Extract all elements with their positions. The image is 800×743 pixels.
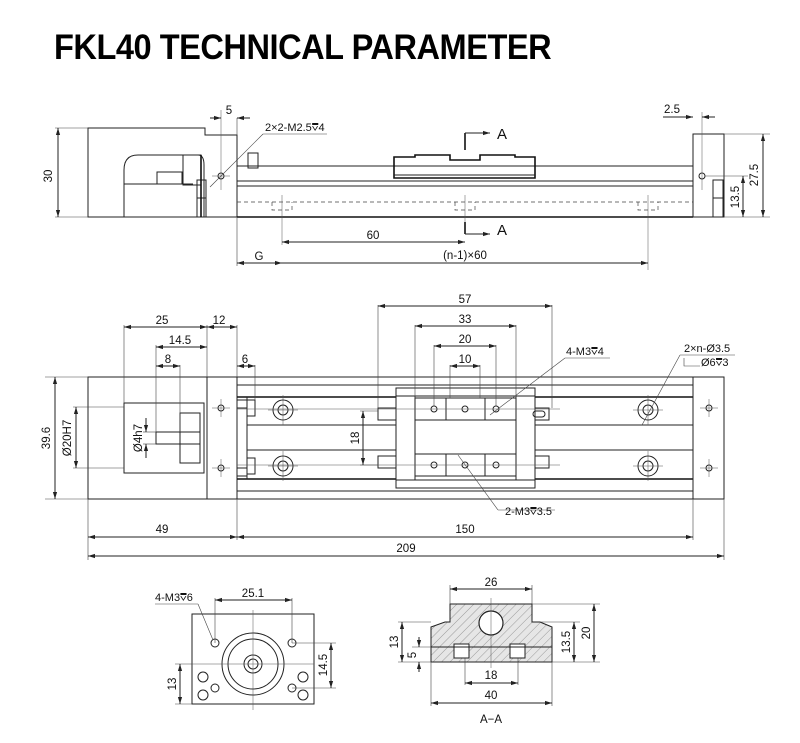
- motor-coupling-outline: [123, 154, 205, 217]
- dim-pitch-n: (n-1)×60: [443, 250, 487, 262]
- dim-height-27-5: 27.5: [749, 164, 761, 186]
- dim-shaft-4h7: Ø4h7: [133, 424, 145, 452]
- callout-counterbore: Ø6⩢3: [701, 357, 728, 369]
- dim-6: 6: [242, 354, 248, 366]
- dim-section-13: 13: [389, 636, 401, 649]
- dim-25-1: 25.1: [242, 588, 264, 600]
- dim-offset-2-5: 2.5: [664, 104, 680, 116]
- dim-section-18: 18: [485, 670, 498, 682]
- dim-pitch-60: 60: [367, 230, 380, 242]
- end-view: 25.1 14.5 13 4-M3⩢6: [155, 588, 336, 710]
- carriage-side: [393, 154, 536, 179]
- callout-bottom-holes: 2-M3⩢3.5: [505, 506, 552, 518]
- page-title: FKL40 TECHNICAL PARAMETER: [54, 28, 552, 67]
- dim-end-13: 13: [167, 678, 179, 691]
- section-view: 26 13 5 13.5 20 18 40 A−A: [389, 577, 600, 726]
- dim-18: 18: [350, 432, 362, 445]
- dim-12: 12: [213, 315, 226, 327]
- top-view: 25 12 14.5 8 6 57 33 20 10 18 39.6: [41, 294, 735, 560]
- dim-20: 20: [459, 334, 472, 346]
- dim-209: 209: [396, 543, 415, 555]
- dim-33: 33: [459, 314, 472, 326]
- side-view: A A 30 5 2×2-M2.5⩢4 2.5 27.5 13.5 60: [43, 104, 770, 270]
- counterbore-hole-icon: [633, 395, 663, 425]
- dim-49: 49: [156, 524, 169, 536]
- dim-end-14-5: 14.5: [318, 654, 330, 676]
- dim-150: 150: [455, 524, 474, 536]
- dim-section-5: 5: [407, 652, 419, 658]
- dim-14-5: 14.5: [169, 335, 191, 347]
- dim-bore-20h7: Ø20H7: [62, 420, 74, 456]
- dim-height-30: 30: [43, 170, 55, 183]
- callout-flange-holes: 4-M3⩢6: [155, 592, 193, 604]
- motor-housing-top: [87, 376, 208, 500]
- counterbore-hole-icon: [268, 395, 298, 425]
- dim-height-13-5: 13.5: [730, 186, 742, 208]
- dim-25: 25: [156, 315, 169, 327]
- end-block-side: [692, 133, 725, 218]
- counterbore-hole-icon: [633, 451, 663, 481]
- callout-mount-holes: 2×n-Ø3.5: [684, 343, 730, 355]
- section-mark-bottom: A: [497, 222, 507, 239]
- adapter-plate: [206, 376, 238, 500]
- dim-57: 57: [459, 294, 472, 306]
- dim-10: 10: [459, 354, 472, 366]
- motor-shaft-top: [155, 431, 181, 445]
- callout-carriage-holes: 4-M3⩢4: [566, 346, 604, 358]
- dim-section-13-5: 13.5: [561, 631, 573, 653]
- section-mark-top: A: [497, 126, 507, 143]
- motor-shaft-side: [156, 171, 183, 185]
- dim-8: 8: [165, 354, 171, 366]
- dim-offset-5: 5: [226, 105, 232, 117]
- counterbore-hole-icon: [268, 451, 298, 481]
- section-label: A−A: [480, 714, 502, 726]
- dim-section-40: 40: [485, 690, 498, 702]
- callout-side-holes: 2×2-M2.5⩢4: [265, 122, 325, 134]
- dim-section-20: 20: [581, 627, 593, 640]
- dim-section-26: 26: [485, 577, 498, 589]
- dim-g: G: [255, 251, 264, 263]
- carriage-top: [395, 387, 536, 489]
- dim-39-6: 39.6: [41, 427, 53, 449]
- end-plate-top: [692, 376, 725, 500]
